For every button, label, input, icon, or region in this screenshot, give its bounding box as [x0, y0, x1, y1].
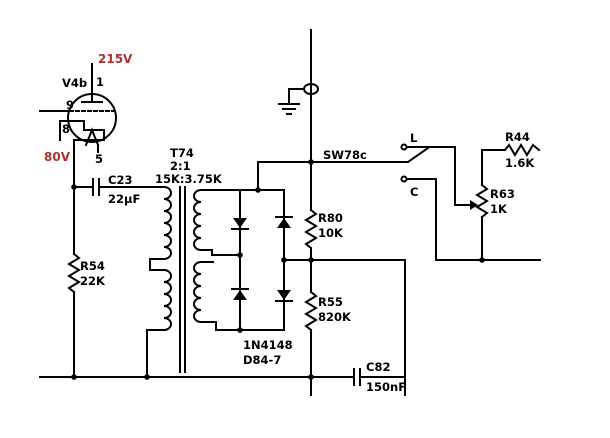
r55-name: R55	[318, 295, 343, 309]
r44-value: 1.6K	[505, 156, 535, 170]
r80-value: 10K	[318, 226, 344, 240]
tube-label: V4b	[62, 76, 87, 90]
c82-value: 150nF	[366, 380, 406, 394]
pin-cathode-label: 8	[62, 122, 70, 136]
pin-plate-label: 1	[96, 75, 104, 89]
diode-ref: D84-7	[243, 353, 281, 367]
r63-name: R63	[490, 187, 515, 201]
diode-bridge: 1N4148 D84-7	[215, 159, 401, 367]
c23-name: C23	[108, 173, 132, 187]
pin-grid-label: 9	[66, 98, 74, 112]
r44-name: R44	[505, 130, 530, 144]
resistor-r55: R55 820K	[304, 290, 352, 396]
r54-value: 22K	[80, 274, 106, 288]
t74-ratio: 2:1	[170, 159, 191, 173]
r54-name: R54	[80, 259, 105, 273]
switch-sw78c: SW78c L C	[323, 131, 541, 261]
tube-v4b: V4b 1 9 8 5	[39, 63, 117, 166]
cathode-voltage: 80V	[44, 150, 71, 164]
resistor-r44: R44 1.6K	[481, 130, 541, 170]
r80-name: R80	[318, 211, 343, 225]
c82-name: C82	[366, 360, 390, 374]
capacitor-c82: C82 150nF	[345, 360, 406, 394]
ground-symbol	[278, 83, 319, 115]
capacitor-c23: C23 22µF	[73, 173, 148, 206]
plate-voltage: 215V	[98, 52, 133, 66]
r55-value: 820K	[318, 310, 352, 324]
c23-value: 22µF	[108, 192, 140, 206]
pin-heater-label: 5	[95, 152, 103, 166]
t74-impedance: 15K:3.75K	[155, 172, 223, 186]
r63-value: 1K	[490, 202, 508, 216]
potentiometer-r63: R63 1K	[475, 149, 515, 263]
sw78-name: SW78c	[323, 148, 367, 162]
switch-pos-l: L	[410, 131, 418, 145]
transformer-t74: T74 2:1 15K:3.75K	[146, 146, 259, 378]
resistor-r80: R80 10K	[304, 208, 344, 293]
resistor-r54: R54 22K	[67, 186, 106, 378]
diode-part: 1N4148	[243, 338, 293, 352]
switch-pos-c: C	[410, 185, 418, 199]
t74-name: T74	[170, 146, 194, 160]
